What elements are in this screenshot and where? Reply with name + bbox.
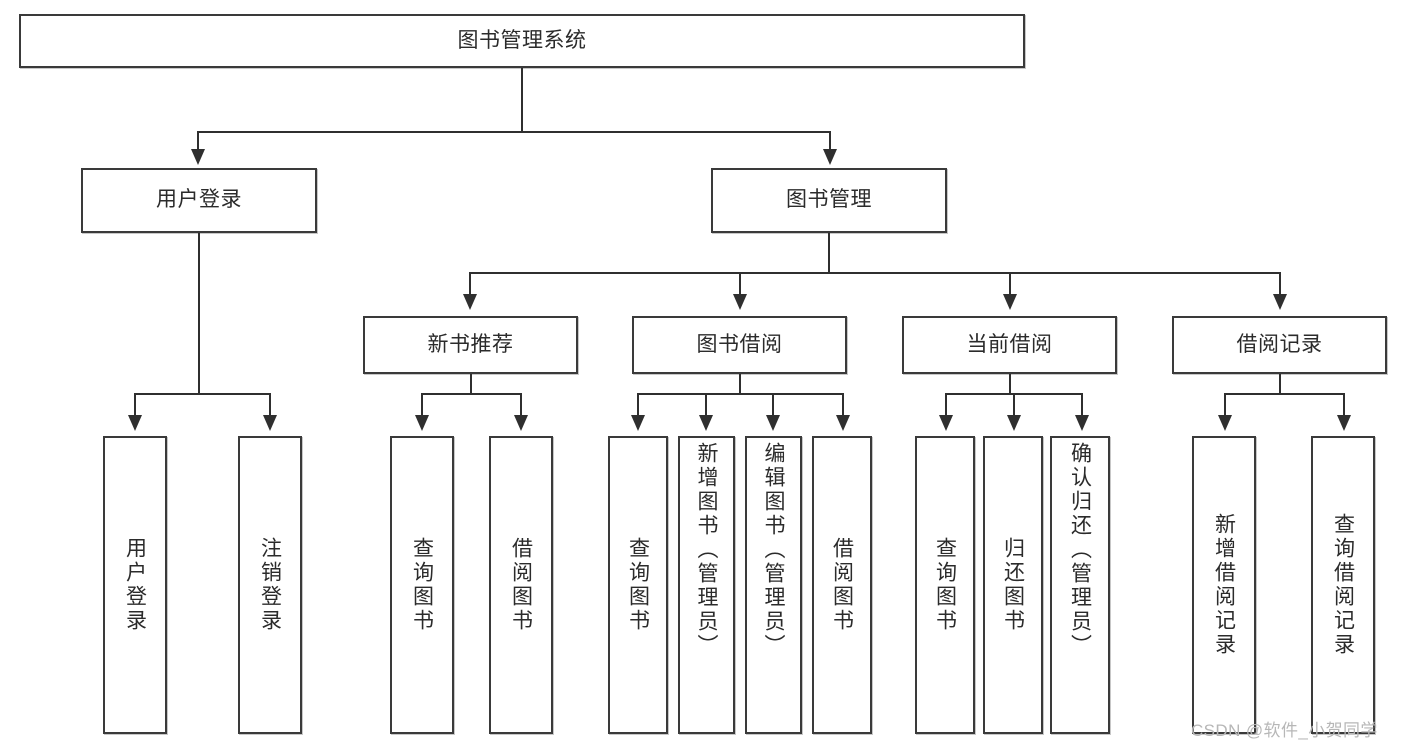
connector-book-borrow-stem: [739, 374, 741, 394]
arrow-to-leaf-query-book-1: [415, 415, 429, 431]
node-label: 编辑图书（管理员）: [762, 442, 785, 658]
node-label: 新增图书（管理员）: [695, 442, 718, 658]
connector-new-book-drop-1: [421, 393, 423, 417]
node-label: 当前借阅: [966, 332, 1053, 356]
connector-current-borrow-drop-3: [1081, 393, 1083, 417]
node-label: 借阅记录: [1236, 332, 1323, 356]
node-label: 用户登录: [156, 188, 242, 212]
arrow-to-leaf-user-login: [128, 415, 142, 431]
arrow-to-user-login: [191, 149, 205, 165]
arrow-to-leaf-borrow-book-1: [514, 415, 528, 431]
leaf-query-book-current[interactable]: 查询图书: [915, 436, 975, 734]
leaf-query-book-borrow[interactable]: 查询图书: [608, 436, 668, 734]
node-label: 查询图书: [933, 537, 957, 633]
connector-current-borrow-drop-2: [1013, 393, 1015, 417]
node-label: 借阅图书: [830, 537, 854, 633]
arrow-to-book-management: [823, 149, 837, 165]
connector-book-management-stem: [828, 233, 830, 273]
leaf-user-login[interactable]: 用户登录: [103, 436, 167, 734]
node-new-book-recommend[interactable]: 新书推荐: [363, 316, 578, 374]
leaf-borrow-book-borrow[interactable]: 借阅图书: [812, 436, 872, 734]
connector-level2-drop-left: [197, 131, 199, 151]
connector-borrow-record-bus: [1224, 393, 1344, 395]
connector-level3-drop-1: [469, 272, 471, 296]
connector-book-borrow-drop-1: [637, 393, 639, 417]
leaf-confirm-return-admin[interactable]: 确认归还（管理员）: [1050, 436, 1110, 734]
connector-level2-drop-right: [829, 131, 831, 151]
leaf-return-book[interactable]: 归还图书: [983, 436, 1043, 734]
arrow-to-book-borrow: [733, 294, 747, 310]
connector-user-login-drop-1: [134, 393, 136, 417]
connector-borrow-record-stem: [1279, 374, 1281, 394]
node-label: 确认归还（管理员）: [1068, 442, 1092, 658]
connector-user-login-stem: [198, 233, 200, 394]
connector-new-book-drop-2: [520, 393, 522, 417]
connector-current-borrow-stem: [1009, 374, 1011, 394]
connector-new-book-bus: [421, 393, 520, 395]
node-book-borrow[interactable]: 图书借阅: [632, 316, 847, 374]
arrow-to-new-book-recommend: [463, 294, 477, 310]
arrow-to-leaf-return-book: [1007, 415, 1021, 431]
arrow-to-leaf-query-book-3: [939, 415, 953, 431]
leaf-add-book-admin[interactable]: 新增图书（管理员）: [678, 436, 735, 734]
connector-borrow-record-drop-1: [1224, 393, 1226, 417]
node-label: 新书推荐: [427, 332, 514, 356]
leaf-query-book-recommend[interactable]: 查询图书: [390, 436, 454, 734]
arrow-to-borrow-record: [1273, 294, 1287, 310]
node-label: 查询图书: [410, 537, 434, 633]
connector-level3-drop-4: [1279, 272, 1281, 296]
connector-level3-drop-3: [1009, 272, 1011, 296]
arrow-to-leaf-query-book-2: [631, 415, 645, 431]
node-label: 借阅图书: [509, 537, 533, 633]
arrow-to-leaf-add-record: [1218, 415, 1232, 431]
leaf-add-borrow-record[interactable]: 新增借阅记录: [1192, 436, 1256, 734]
node-user-login[interactable]: 用户登录: [81, 168, 317, 233]
node-root-book-management-system[interactable]: 图书管理系统: [19, 14, 1025, 68]
node-label: 图书管理系统: [457, 28, 587, 52]
arrow-to-leaf-edit-book: [766, 415, 780, 431]
node-label: 归还图书: [1001, 537, 1025, 633]
node-label: 图书借阅: [696, 332, 783, 356]
node-label: 查询借阅记录: [1331, 513, 1355, 657]
node-book-management[interactable]: 图书管理: [711, 168, 947, 233]
arrow-to-leaf-logout: [263, 415, 277, 431]
arrow-to-leaf-borrow-book-2: [836, 415, 850, 431]
node-label: 新增借阅记录: [1212, 513, 1236, 657]
node-borrow-record[interactable]: 借阅记录: [1172, 316, 1387, 374]
csdn-watermark: CSDN @软件_小贺同学: [1191, 721, 1378, 740]
node-label: 查询图书: [626, 537, 650, 633]
node-current-borrow[interactable]: 当前借阅: [902, 316, 1117, 374]
connector-book-borrow-drop-4: [842, 393, 844, 417]
arrow-to-leaf-confirm-return: [1075, 415, 1089, 431]
arrow-to-leaf-add-book: [699, 415, 713, 431]
connector-book-borrow-drop-2: [705, 393, 707, 417]
connector-current-borrow-drop-1: [945, 393, 947, 417]
leaf-edit-book-admin[interactable]: 编辑图书（管理员）: [745, 436, 802, 734]
connector-level2-bus: [197, 131, 831, 133]
connector-user-login-drop-2: [269, 393, 271, 417]
node-label: 用户登录: [123, 537, 147, 633]
connector-level3-bus: [469, 272, 1279, 274]
connector-borrow-record-drop-2: [1343, 393, 1345, 417]
connector-level3-drop-2: [739, 272, 741, 296]
connector-book-borrow-drop-3: [772, 393, 774, 417]
leaf-logout[interactable]: 注销登录: [238, 436, 302, 734]
arrow-to-current-borrow: [1003, 294, 1017, 310]
connector-user-login-bus: [134, 393, 269, 395]
connector-root-stem: [521, 68, 523, 132]
leaf-query-borrow-record[interactable]: 查询借阅记录: [1311, 436, 1375, 734]
connector-new-book-stem: [470, 374, 472, 394]
connector-book-borrow-bus: [637, 393, 842, 395]
node-label: 注销登录: [258, 537, 282, 633]
node-label: 图书管理: [786, 188, 872, 212]
leaf-borrow-book-recommend[interactable]: 借阅图书: [489, 436, 553, 734]
arrow-to-leaf-query-record: [1337, 415, 1351, 431]
